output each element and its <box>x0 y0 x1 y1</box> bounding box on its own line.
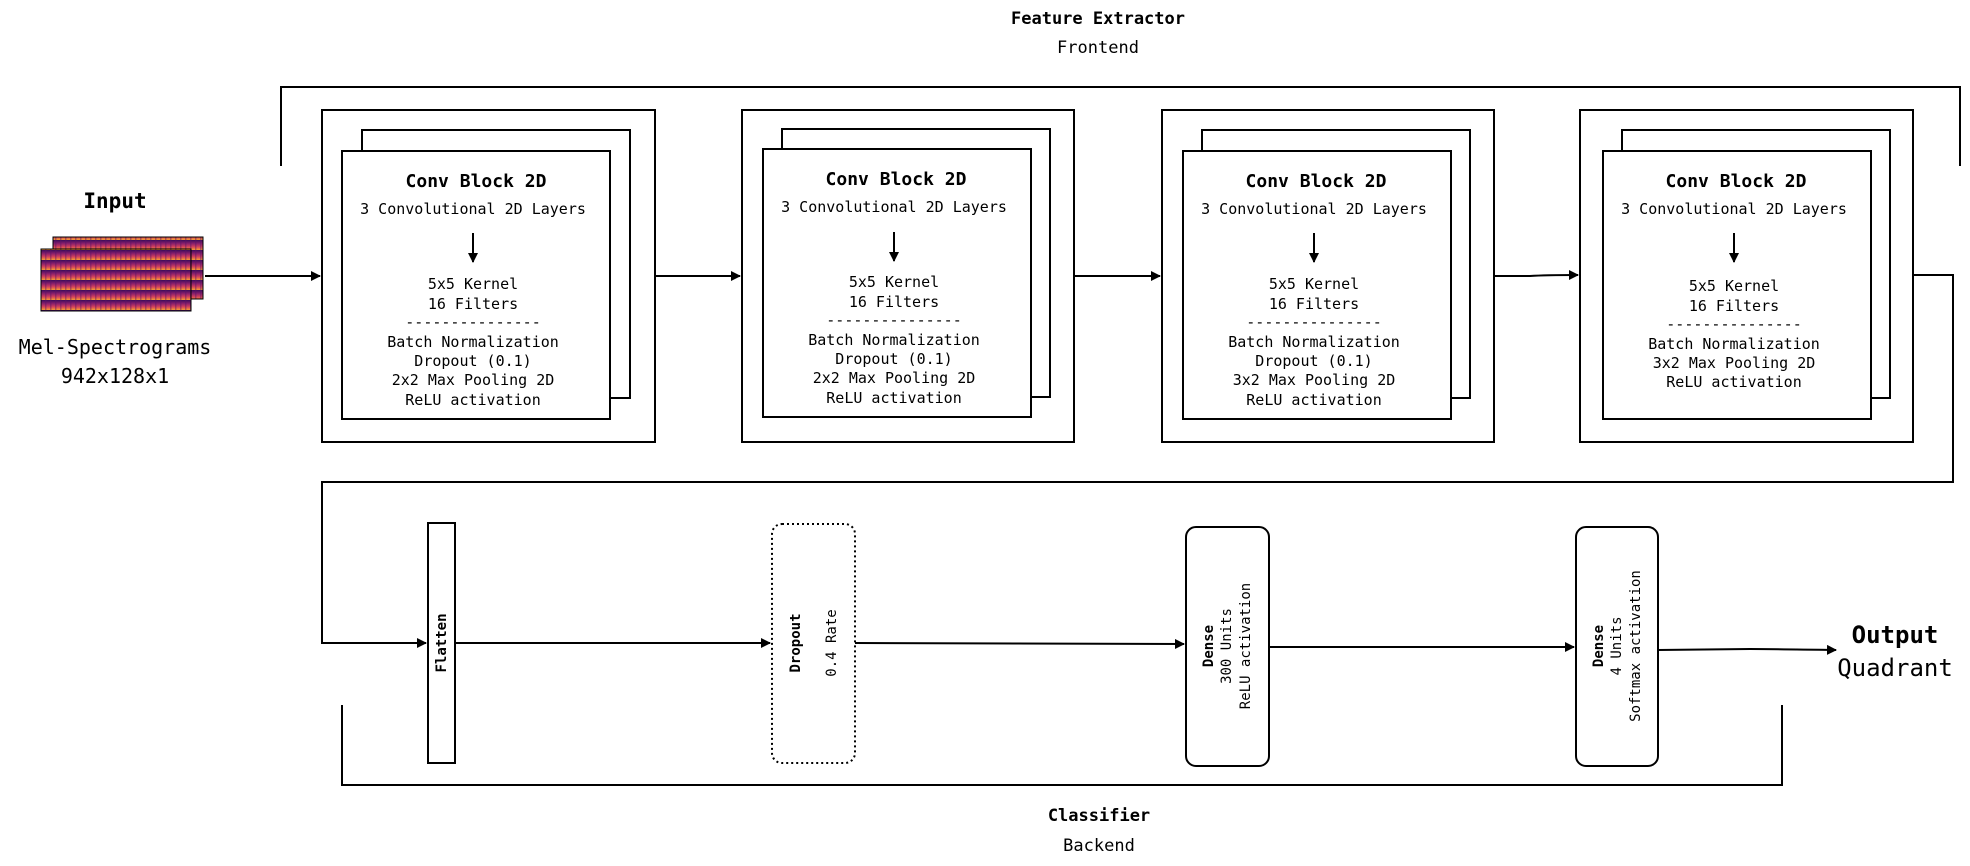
conv-block-4: Conv Block 2D 3 Convolutional 2D Layers … <box>1579 109 1914 443</box>
backend-subtitle: Backend <box>1063 836 1135 856</box>
dropout-rate: 0.4 Rate <box>824 609 840 676</box>
conv-block-detail: ReLU activation <box>405 391 540 409</box>
conv-block-filters: 16 Filters <box>428 295 518 313</box>
arrow-dense-to-output <box>1657 644 1837 655</box>
conv-block-layers: 3 Convolutional 2D Layers <box>781 198 1007 216</box>
conv-block-title: Conv Block 2D <box>406 171 547 192</box>
flatten-layer: Flatten <box>427 522 456 764</box>
input-shape: 942x128x1 <box>61 364 169 388</box>
conv-block-title: Conv Block 2D <box>826 169 967 190</box>
frontend-subtitle: Frontend <box>1057 38 1139 58</box>
conv-block-2: Conv Block 2D 3 Convolutional 2D Layers … <box>741 109 1075 443</box>
conv-block-detail: Batch Normalization <box>1228 333 1400 351</box>
conv-block-detail: ReLU activation <box>1666 373 1801 391</box>
conv-block-title: Conv Block 2D <box>1666 171 1807 192</box>
dense-activation: ReLU activation <box>1238 583 1254 709</box>
output-name: Quadrant <box>1837 654 1953 682</box>
conv-block-filters: 16 Filters <box>1689 297 1779 315</box>
arrow-block-3-to-block-4 <box>1494 270 1579 281</box>
conv-block-kernel: 5x5 Kernel <box>1269 275 1359 293</box>
frontend-title: Feature Extractor <box>1011 9 1185 29</box>
dense-units: 300 Units <box>1219 608 1235 684</box>
conv-block-separator: --------------- <box>826 311 961 329</box>
conv-block-title: Conv Block 2D <box>1246 171 1387 192</box>
conv-block-kernel: 5x5 Kernel <box>1689 277 1779 295</box>
conv-block-layers: 3 Convolutional 2D Layers <box>1621 200 1847 218</box>
conv-block-kernel: 5x5 Kernel <box>428 275 518 293</box>
backend-title: Classifier <box>1048 806 1150 826</box>
conv-block-layers: 3 Convolutional 2D Layers <box>360 200 586 218</box>
conv-block-filters: 16 Filters <box>1269 295 1359 313</box>
backend-bracket <box>341 705 1783 786</box>
conv-block-detail: 2x2 Max Pooling 2D <box>813 369 976 387</box>
frontend-bracket <box>280 86 1961 166</box>
conv-block-detail: ReLU activation <box>826 389 961 407</box>
conv-block-detail: Batch Normalization <box>1648 335 1820 353</box>
conv-block-kernel: 5x5 Kernel <box>849 273 939 291</box>
conv-block-detail: 2x2 Max Pooling 2D <box>392 371 555 389</box>
dropout-label: Dropout <box>788 613 804 672</box>
dropout-layer: Dropout 0.4 Rate <box>771 523 856 764</box>
conv-block-detail: Dropout (0.1) <box>835 350 952 368</box>
flatten-label: Flatten <box>434 613 450 672</box>
conv-block-separator: --------------- <box>1666 315 1801 333</box>
conv-block-detail: Batch Normalization <box>387 333 559 351</box>
conv-block-1: Conv Block 2D 3 Convolutional 2D Layers … <box>321 109 656 443</box>
dense-activation: Softmax activation <box>1628 570 1644 722</box>
conv-block-separator: --------------- <box>405 313 540 331</box>
dense-label: Dense <box>1591 625 1607 667</box>
dense-units: 4 Units <box>1609 616 1625 675</box>
spectrogram-image <box>40 236 204 312</box>
conv-block-detail: Dropout (0.1) <box>1255 352 1372 370</box>
arrow-dropout-to-dense <box>854 638 1185 649</box>
input-name: Mel-Spectrograms <box>19 335 212 359</box>
conv-block-detail: 3x2 Max Pooling 2D <box>1653 354 1816 372</box>
dense-layer-300: Dense 300 Units ReLU activation <box>1185 526 1270 767</box>
dense-layer-4: Dense 4 Units Softmax activation <box>1575 526 1659 767</box>
conv-block-filters: 16 Filters <box>849 293 939 311</box>
conv-block-separator: --------------- <box>1246 313 1381 331</box>
conv-block-3: Conv Block 2D 3 Convolutional 2D Layers … <box>1161 109 1495 443</box>
dense-label: Dense <box>1201 625 1217 667</box>
conv-block-detail: Dropout (0.1) <box>414 352 531 370</box>
conv-block-layers: 3 Convolutional 2D Layers <box>1201 200 1427 218</box>
conv-block-detail: ReLU activation <box>1246 391 1381 409</box>
conv-block-detail: Batch Normalization <box>808 331 980 349</box>
output-title: Output <box>1852 621 1939 649</box>
arrow-frontend-to-flatten <box>321 274 1954 648</box>
input-title: Input <box>83 189 146 213</box>
conv-block-detail: 3x2 Max Pooling 2D <box>1233 371 1396 389</box>
